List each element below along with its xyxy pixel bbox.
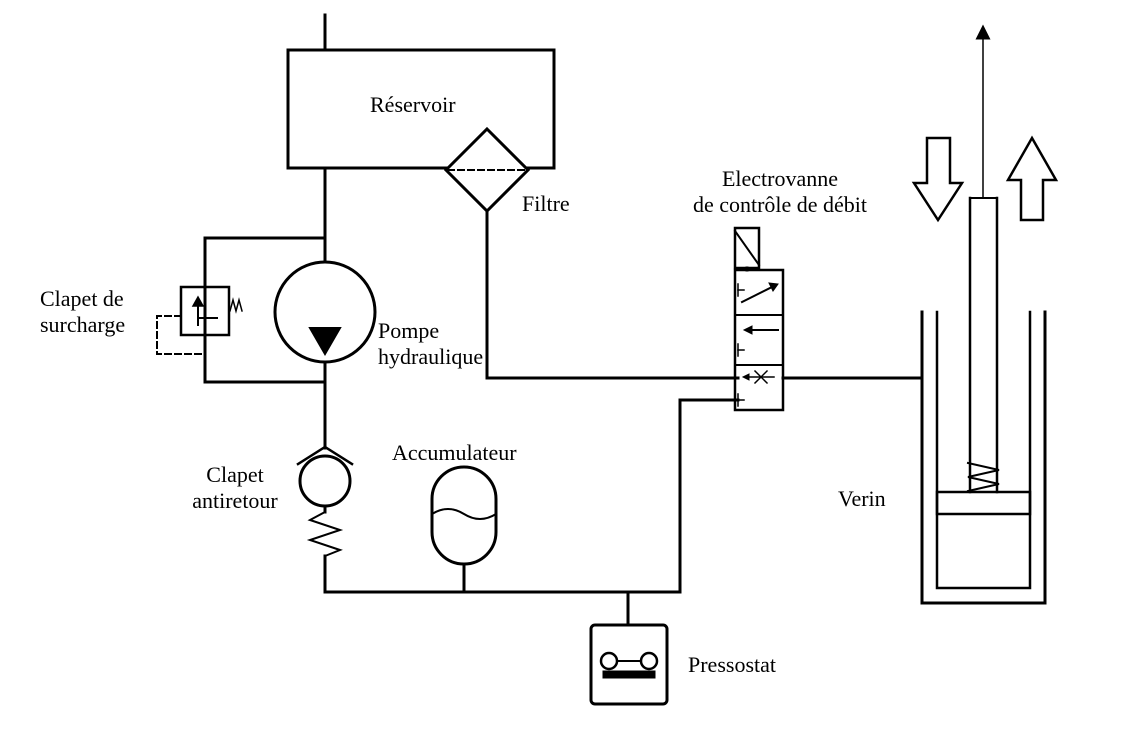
pressure-switch-label: Pressostat [688,652,776,677]
pump-label-line2: hydraulique [378,344,484,369]
valve-label-line2: de contrôle de débit [692,192,868,217]
pump-symbol [273,260,377,364]
return-line [485,209,740,380]
valve-label: Electrovanne de contrôle de débit [660,166,900,218]
accumulator-symbol [430,465,498,566]
pressure-switch-symbol [589,623,669,706]
cylinder-label: Verin [838,486,886,511]
pump-label: Pompe hydraulique [378,318,483,370]
check-valve-label-line2: antiretour [192,488,278,513]
solenoid-valve-symbol [733,226,785,412]
reservoir-tank [286,13,556,170]
pump-supply-line [203,166,327,450]
check-valve-label: Clapet antiretour [175,462,295,514]
pressure-line [323,398,740,627]
accumulator-label: Accumulateur [392,440,517,465]
relief-valve-symbol [156,285,243,355]
filter-symbol [443,126,531,214]
check-valve-label-line1: Clapet [206,462,264,487]
pump-label-line1: Pompe [378,318,440,343]
check-valve-symbol [296,445,354,594]
down-arrow-icon [911,136,965,223]
reservoir-label: Réservoir [370,92,456,117]
cylinder-symbol [920,24,1047,605]
relief-valve-label-line1: Clapet de [40,286,124,311]
up-arrow-icon [1005,135,1059,222]
relief-valve-label: Clapet de surcharge [40,286,125,338]
relief-valve-label-line2: surcharge [40,312,126,337]
valve-label-line1: Electrovanne [721,166,839,191]
filter-label: Filtre [522,191,570,216]
